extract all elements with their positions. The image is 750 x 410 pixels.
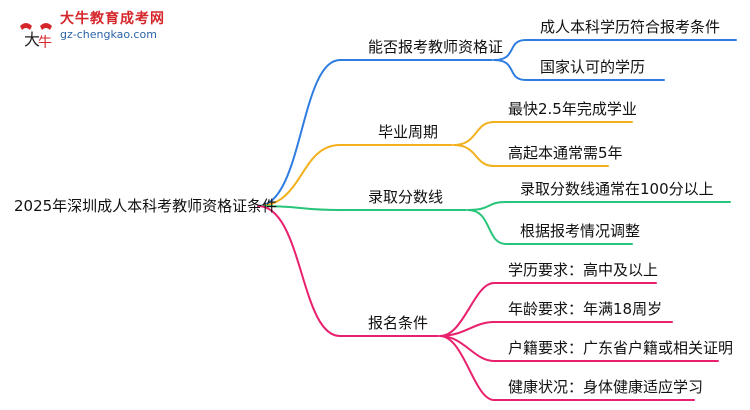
branch-label-3: 录取分数线 xyxy=(368,188,444,206)
leaf-label-1-2: 国家认可的学历 xyxy=(540,58,646,76)
leaf-label-3-1: 录取分数线通常在100分以上 xyxy=(520,180,714,198)
leaf-connector-4-4 xyxy=(439,335,695,401)
bull-logo-icon: 大 牛 xyxy=(20,23,52,48)
leaf-connector-1-2 xyxy=(493,59,665,81)
leaf-connector-3-2 xyxy=(467,209,633,245)
branch-label-2: 毕业周期 xyxy=(378,123,439,141)
leaf-label-2-2: 高起本通常需5年 xyxy=(508,144,623,162)
logo-title: 大牛教育成考网 xyxy=(60,11,165,27)
leaf-label-4-2: 年龄要求：年满18周岁 xyxy=(508,300,663,318)
leaf-connector-2-1 xyxy=(453,121,633,146)
leaf-connector-4-2 xyxy=(439,321,673,337)
branch-label-4: 报名条件 xyxy=(368,314,429,332)
root-topic: 2025年深圳成人本科考教师资格证条件 xyxy=(14,197,278,215)
leaf-label-4-4: 健康状况：身体健康适应学习 xyxy=(508,378,704,396)
logo: 大 牛 大牛教育成考网 gz-chengkao.com xyxy=(4,4,164,48)
svg-text:牛: 牛 xyxy=(38,35,52,48)
logo-url: gz-chengkao.com xyxy=(60,28,157,41)
leaf-connector-1-1 xyxy=(493,39,737,61)
branch-connector-1 xyxy=(257,59,493,207)
branch-label-1: 能否报考教师资格证 xyxy=(368,38,504,56)
svg-text:大: 大 xyxy=(24,30,40,48)
branch-connector-4 xyxy=(257,205,439,337)
leaf-connector-3-1 xyxy=(467,201,731,211)
branch-connector-2 xyxy=(257,144,453,207)
leaf-label-1-1: 成人本科学历符合报考条件 xyxy=(540,18,721,36)
leaf-label-2-1: 最快2.5年完成学业 xyxy=(508,100,637,118)
leaf-label-4-3: 户籍要求：广东省户籍或相关证明 xyxy=(508,339,734,357)
leaf-connector-2-2 xyxy=(453,144,609,167)
leaf-connector-4-3 xyxy=(439,335,719,362)
leaf-label-4-1: 学历要求：高中及以上 xyxy=(508,261,659,279)
leaf-connector-4-1 xyxy=(439,282,657,337)
branch-connector-3 xyxy=(257,205,467,211)
leaf-label-3-2: 根据报考情况调整 xyxy=(520,222,641,240)
